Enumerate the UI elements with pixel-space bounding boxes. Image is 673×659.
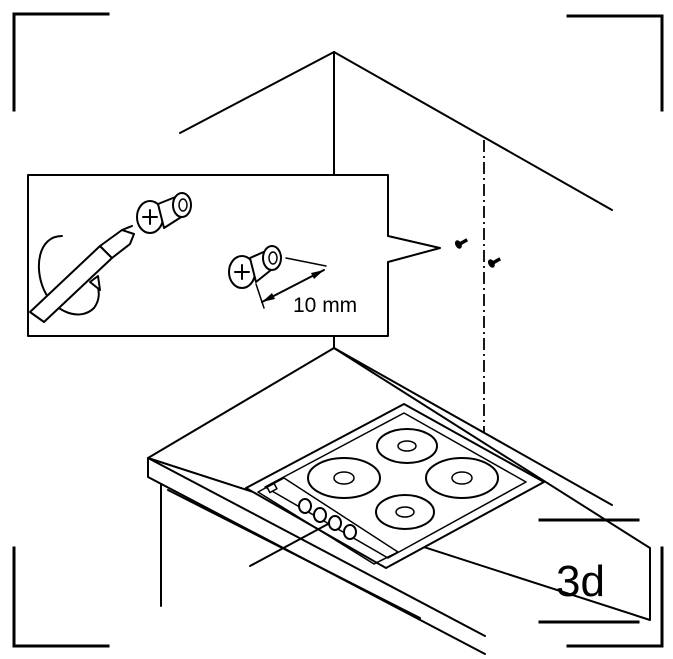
callout: 10 mm	[27, 174, 441, 337]
wall-floor-line	[333, 347, 613, 506]
wall-screws	[454, 238, 502, 268]
hob-control-strip	[257, 477, 399, 565]
screw-dimension-icon	[228, 245, 327, 309]
bracket-bottom-left	[12, 546, 110, 648]
knob-icon	[313, 507, 327, 523]
wall-screw-icon	[454, 238, 469, 249]
hot-plates	[307, 428, 499, 530]
frame-brackets	[12, 12, 664, 648]
countertop-front-line	[147, 457, 486, 637]
wall-screw-icon	[487, 257, 502, 268]
ceiling-line-left	[179, 51, 335, 134]
step-indicator: 3d	[538, 518, 640, 624]
control-knobs	[298, 498, 357, 540]
knob-icon	[298, 498, 312, 514]
cabinet-inner-line	[167, 489, 421, 619]
hot-plate-left	[307, 457, 381, 499]
screwdriver-icon	[29, 225, 135, 323]
dimension-label: 10 mm	[293, 294, 357, 317]
hob	[245, 403, 545, 569]
knob-icon	[343, 524, 357, 540]
knob-icon	[328, 515, 342, 531]
hot-plate-front	[375, 494, 435, 530]
ceiling-line-right	[333, 51, 613, 211]
step-label: 3d	[556, 557, 605, 606]
screw-icon	[136, 192, 192, 234]
bracket-bottom-right	[566, 546, 664, 648]
hot-plate-back	[376, 428, 438, 464]
callout-box	[27, 174, 441, 337]
hot-plate-right	[425, 457, 499, 499]
bracket-top-left	[12, 12, 110, 112]
knob-leader-line	[249, 523, 329, 567]
indicator-light	[266, 482, 278, 494]
bracket-top-right	[566, 14, 664, 112]
